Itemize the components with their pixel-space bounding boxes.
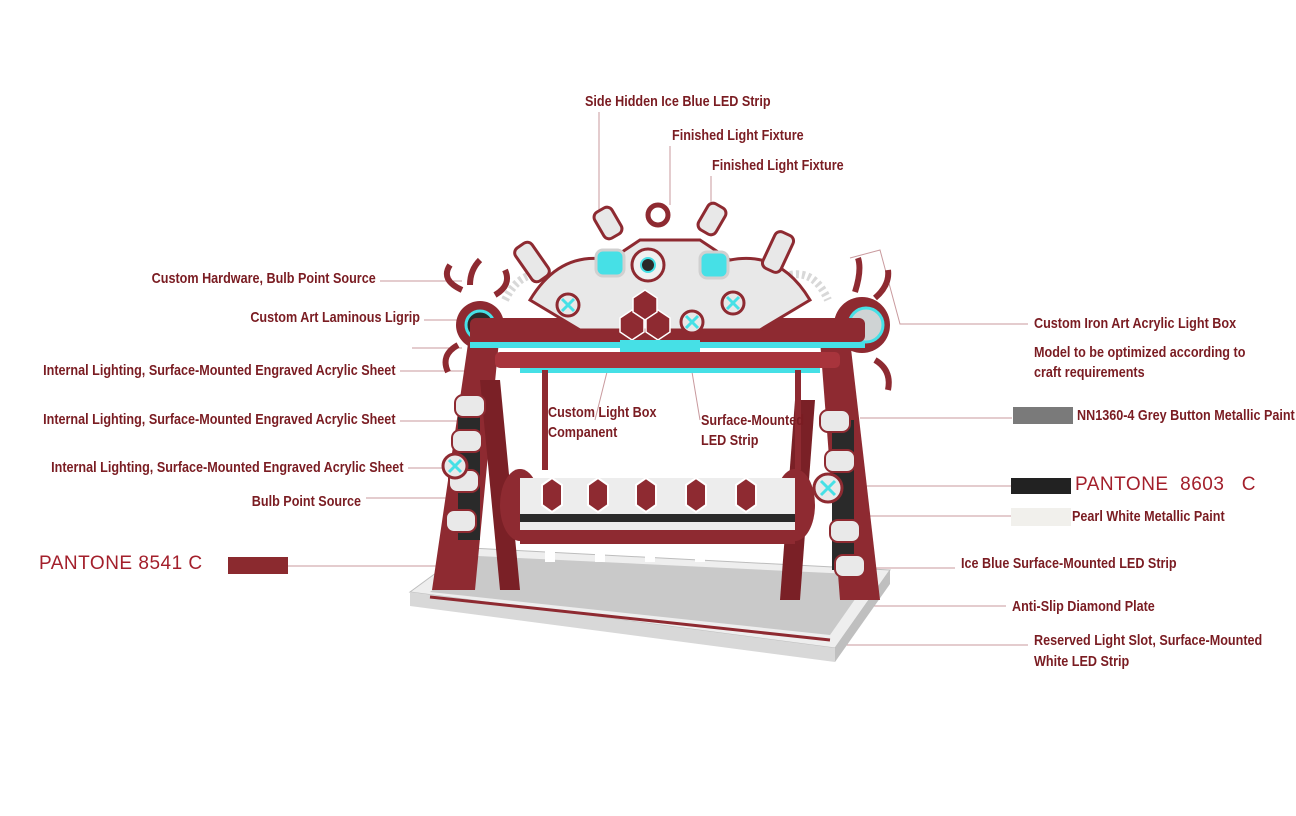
label-surface-mounted-1: Surface-Mounted	[701, 412, 804, 429]
seat-drum	[500, 469, 815, 562]
label-model-note-2: craft requirements	[1034, 364, 1145, 381]
label-internal-lighting-3: Internal Lighting, Surface-Mounted Engra…	[51, 459, 404, 476]
label-iron-art-box: Custom Iron Art Acrylic Light Box	[1034, 315, 1237, 332]
swatch-grey-metallic	[1013, 407, 1073, 424]
robot-ornament	[513, 201, 813, 352]
swatch-pearl-white	[1011, 508, 1071, 526]
diamond-plate-base	[408, 547, 891, 662]
hanging-rods	[542, 370, 801, 470]
swatch-8603	[1011, 478, 1071, 494]
label-internal-lighting-2: Internal Lighting, Surface-Mounted Engra…	[43, 411, 396, 428]
label-internal-lighting-1: Internal Lighting, Surface-Mounted Engra…	[43, 362, 396, 379]
swatch-8541	[228, 557, 288, 574]
label-custom-hardware: Custom Hardware, Bulb Point Source	[151, 270, 376, 287]
label-ice-blue-strip: Ice Blue Surface-Mounted LED Strip	[961, 555, 1177, 572]
label-bulb-point-source: Bulb Point Source	[251, 493, 361, 510]
label-side-hidden-led: Side Hidden Ice Blue LED Strip	[585, 93, 771, 110]
label-finished-fixture-1: Finished Light Fixture	[672, 127, 804, 144]
left-tower	[432, 257, 520, 590]
label-pearl-white: Pearl White Metallic Paint	[1072, 508, 1225, 525]
label-grey-paint: NN1360-4 Grey Button Metallic Paint	[1077, 407, 1295, 424]
label-custom-art-luminous: Custom Art Laminous Ligrip	[250, 309, 420, 326]
label-model-note-1: Model to be optimized according to	[1034, 344, 1246, 361]
label-surface-mounted-2: LED Strip	[701, 432, 759, 449]
label-custom-light-box-1: Custom Light Box	[548, 404, 657, 421]
label-finished-fixture-2: Finished Light Fixture	[712, 157, 844, 174]
label-reserved-slot-1: Reserved Light Slot, Surface-Mounted	[1034, 632, 1263, 649]
label-pantone-8541: PANTONE 8541 C	[39, 553, 203, 574]
label-anti-slip: Anti-Slip Diamond Plate	[1012, 598, 1155, 615]
label-custom-light-box-2: Companent	[548, 424, 618, 441]
label-pantone-8603: PANTONE 8603 C	[1075, 474, 1256, 495]
label-reserved-slot-2: White LED Strip	[1034, 653, 1130, 670]
